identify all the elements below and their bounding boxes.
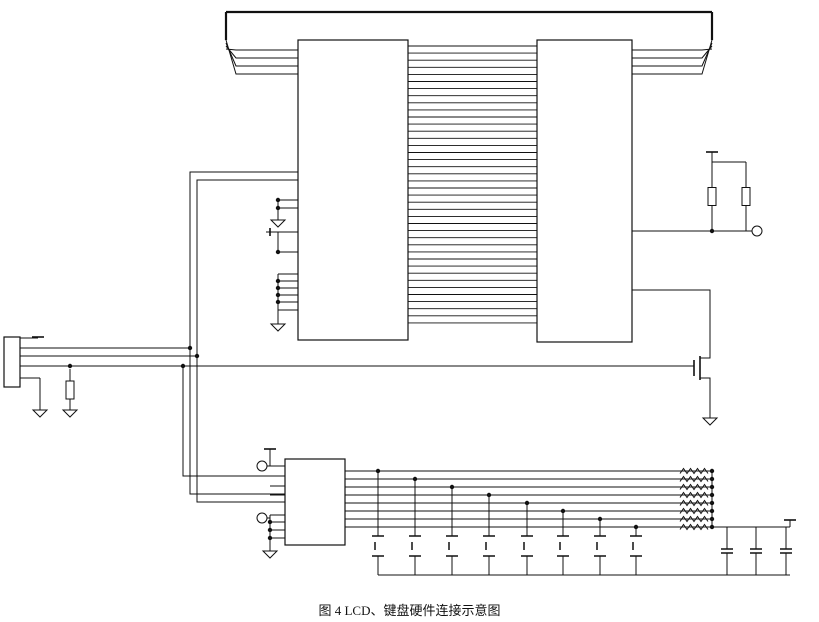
capacitor-c501 — [721, 527, 733, 575]
resistor-body — [741, 187, 751, 206]
connector-circle — [256, 460, 268, 472]
backlight-circuit — [632, 151, 763, 426]
bus-entry-left — [225, 42, 298, 67]
ground-symbol — [61, 404, 79, 418]
resistor-body — [707, 187, 717, 206]
resistor-r506 — [707, 162, 717, 231]
ground-symbol — [269, 318, 287, 332]
junction-dot — [275, 285, 281, 291]
switch-bsc — [630, 524, 642, 575]
u502-body — [297, 39, 409, 341]
j501-hmi-connector — [3, 336, 79, 418]
keypad-switch-row — [372, 467, 796, 576]
junction-dot — [267, 519, 273, 525]
ground-triangle — [701, 417, 719, 426]
connector-circle — [751, 225, 763, 237]
bus-entry-left — [225, 45, 298, 59]
connector-circle — [256, 512, 268, 524]
ground-symbol — [261, 545, 279, 559]
junction-dot — [275, 249, 281, 255]
bus-entry-left — [225, 48, 298, 51]
ground-triangle — [261, 550, 279, 559]
scl-riser — [196, 179, 278, 356]
junction-dot — [524, 500, 530, 506]
resistor-r501 — [65, 376, 75, 404]
q501-drain — [700, 352, 711, 359]
switch-edit — [372, 468, 384, 575]
int-riser — [182, 366, 270, 477]
junction-dot — [67, 363, 73, 369]
bus-entry-right — [632, 48, 713, 51]
resistor-array-element — [679, 515, 709, 523]
ground-triangle — [269, 323, 287, 332]
switch-left — [521, 500, 533, 575]
switch-ok — [409, 476, 421, 575]
ground-symbol — [31, 404, 49, 418]
junction-dot — [375, 468, 381, 474]
ground-triangle — [61, 409, 79, 418]
junction-dot — [275, 278, 281, 284]
sda-to-u501 — [189, 348, 285, 495]
resistor-array-element — [679, 507, 709, 515]
u502-display-driver — [266, 39, 409, 341]
switch-alt — [446, 484, 458, 575]
resistor-array-element — [679, 499, 709, 507]
junction-dot — [486, 492, 492, 498]
ground-triangle — [31, 409, 49, 418]
junction-dot — [412, 476, 418, 482]
hmi-connector-body — [3, 336, 21, 388]
resistor-array-ra501 — [679, 467, 715, 531]
switch-right — [483, 492, 495, 575]
bus-entry-right — [632, 45, 713, 59]
junction-dot — [180, 363, 186, 369]
i2c-wiring — [20, 171, 694, 503]
bus-entry-left — [225, 39, 298, 75]
led-minus-wire — [632, 289, 711, 352]
resistor-body — [65, 380, 75, 400]
bp-bus — [224, 10, 714, 75]
bus-entry-right — [632, 42, 713, 67]
sda-riser — [189, 171, 278, 348]
resistor-array-element — [679, 523, 709, 531]
junction-dot — [275, 292, 281, 298]
ground-symbol — [701, 412, 719, 426]
switch-down — [557, 508, 569, 575]
q501-source — [700, 377, 711, 412]
ground-triangle — [269, 219, 287, 228]
resistor-array-element — [679, 483, 709, 491]
ds501-lcd-module — [536, 39, 633, 343]
u501-keypad-expander — [180, 363, 712, 559]
u501-body — [284, 458, 346, 546]
capacitor-c502 — [750, 527, 762, 575]
junction-dot — [275, 299, 281, 305]
ground-symbol — [269, 214, 287, 228]
resistor-r505 — [741, 162, 751, 231]
resistor-array-element — [679, 491, 709, 499]
resistor-array-element — [679, 467, 709, 475]
switch-up — [594, 516, 606, 575]
junction-dot — [709, 228, 715, 234]
scl-to-u501 — [196, 356, 285, 503]
junction-dot — [449, 484, 455, 490]
figure-caption: 图 4 LCD、键盘硬件连接示意图 — [318, 603, 501, 618]
junction-dot — [560, 508, 566, 514]
bus-entry-right — [632, 39, 713, 75]
junction-dot — [267, 535, 273, 541]
junction-dot — [597, 516, 603, 522]
segment-bus-lines — [408, 45, 537, 324]
junction-dot — [633, 524, 639, 530]
ds501-body — [536, 39, 633, 343]
capacitor-c503 — [780, 527, 792, 575]
resistor-array-element — [679, 475, 709, 483]
junction-dot — [267, 527, 273, 533]
